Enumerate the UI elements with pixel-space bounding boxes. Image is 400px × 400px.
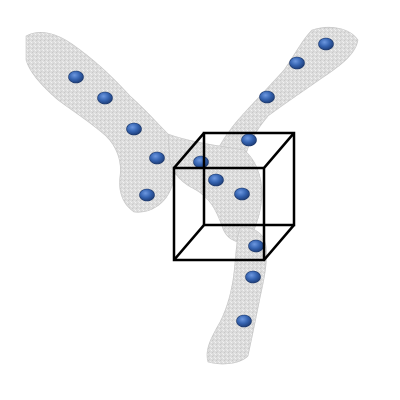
particle [241, 133, 257, 147]
cube-edge [263, 132, 295, 169]
membrane-branch-left [25, 32, 176, 213]
particle [97, 91, 113, 105]
particle [149, 151, 165, 165]
particle [245, 270, 261, 284]
particle [248, 239, 264, 253]
particle [68, 70, 84, 84]
particle [193, 155, 209, 169]
particles [68, 37, 334, 328]
particle [318, 37, 334, 51]
particle [234, 187, 250, 201]
particle [289, 56, 305, 70]
particle [236, 314, 252, 328]
cube-edge [263, 224, 295, 261]
bounding-cube [172, 131, 296, 262]
membrane-branch-bottom [206, 227, 267, 365]
particle [259, 90, 275, 104]
particle [126, 122, 142, 136]
cube-edge [173, 132, 205, 169]
cube-edge [173, 224, 205, 261]
particle [208, 173, 224, 187]
particle [139, 188, 155, 202]
